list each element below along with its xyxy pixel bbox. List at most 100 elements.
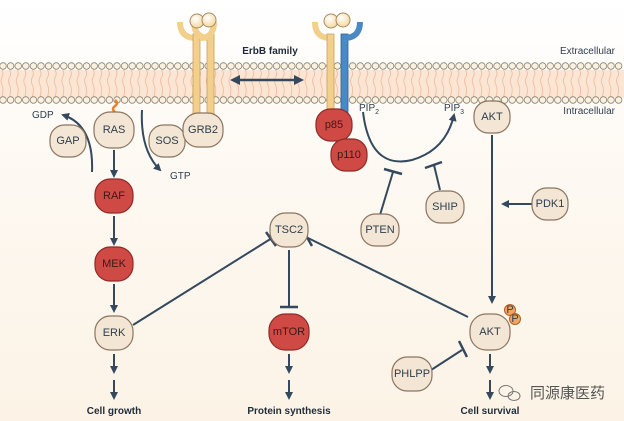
lipid-head — [14, 62, 22, 70]
lipid-head — [288, 62, 296, 70]
lipid-head — [14, 96, 22, 104]
lipid-tail — [365, 69, 369, 98]
node-label: p85 — [325, 119, 343, 131]
lipid-head — [257, 96, 266, 104]
lipid-tail — [99, 69, 103, 98]
lipid-head — [166, 62, 174, 70]
lipid-head — [29, 96, 38, 104]
lipid-head — [348, 96, 357, 104]
watermark-text: 同源康医药 — [530, 384, 605, 402]
lipid-head — [432, 96, 440, 104]
node-tsc2: TSC2 — [269, 212, 309, 248]
lipid-tail — [411, 69, 414, 98]
lipid-tail — [441, 69, 445, 98]
lipid-head — [181, 62, 190, 70]
lipid-tail — [388, 69, 391, 98]
lipid-head — [158, 96, 167, 104]
lipid-tail — [137, 69, 141, 98]
lipid-head — [561, 96, 570, 104]
lipid-head — [37, 96, 45, 104]
node-shape — [391, 356, 433, 392]
lipid-head — [364, 96, 372, 104]
outcome-cell-survival: Cell survival — [461, 406, 520, 417]
node-shape — [148, 124, 186, 158]
lipid-tail — [221, 69, 224, 98]
lipid-head — [67, 96, 76, 104]
lipid-tail — [570, 69, 574, 98]
node-shape — [94, 246, 134, 282]
node-shape — [360, 213, 400, 247]
lipid-head — [75, 62, 83, 70]
lipid-tail — [578, 69, 581, 98]
lipid-head — [440, 96, 448, 104]
lipid-head — [310, 96, 319, 104]
lipid-head — [227, 96, 235, 104]
phospho-mark — [509, 313, 521, 325]
lipid-head — [60, 96, 68, 104]
lipid-head — [440, 62, 448, 70]
ship-inhibition — [433, 164, 441, 191]
edges — [61, 109, 533, 400]
node-shape — [94, 315, 134, 351]
node-ras: RAS — [93, 111, 135, 149]
lipid-head — [584, 96, 592, 104]
gtp-arrow — [140, 109, 162, 172]
lipid-head — [599, 62, 608, 70]
lipid-tail — [502, 69, 505, 98]
lipid-head — [29, 62, 38, 70]
lipid-tail — [76, 69, 80, 98]
lipid-head — [424, 62, 433, 70]
lipid-head — [310, 62, 319, 70]
lipid-head — [234, 62, 243, 70]
lipid-head — [227, 62, 235, 70]
node-label: ERK — [103, 327, 126, 339]
lipid-head — [607, 96, 615, 104]
lipid-head — [470, 96, 478, 104]
lipid-head — [166, 96, 174, 104]
lipid-tail — [122, 69, 125, 98]
node-shape — [94, 178, 134, 214]
ras-membrane-anchor — [111, 99, 119, 113]
node-label: AKT — [479, 326, 501, 338]
lipid-head — [554, 96, 562, 104]
lipid-head — [0, 62, 7, 70]
lipid-head — [417, 96, 425, 104]
lipid-head — [538, 62, 547, 70]
node-label: SHIP — [432, 201, 458, 213]
lipid-tail — [152, 69, 156, 98]
lipid-head — [576, 96, 585, 104]
lipid-head — [462, 96, 471, 104]
lipid-head — [386, 62, 395, 70]
lipid-head — [234, 96, 243, 104]
lipid-head — [280, 62, 288, 70]
lipid-head — [386, 96, 395, 104]
node-raf: RAF — [94, 178, 134, 214]
lipid-head — [98, 62, 106, 70]
node-label: mTOR — [273, 326, 305, 338]
node-shape — [425, 190, 465, 224]
lipid-head — [44, 96, 53, 104]
lipid-head — [417, 62, 425, 70]
node-shape — [93, 111, 135, 149]
lipid-head — [614, 96, 623, 104]
lipid-head — [295, 62, 304, 70]
lipid-tail — [23, 69, 27, 98]
lipid-tail — [456, 69, 460, 98]
pip2-pip3-arrow — [362, 111, 457, 163]
lipid-head — [462, 62, 471, 70]
watermark: 同源康医药 — [498, 384, 605, 402]
outcome-cell-growth: Cell growth — [87, 406, 141, 417]
lipid-tail — [395, 69, 399, 98]
lipid-tail — [433, 69, 437, 98]
lipid-head — [447, 62, 456, 70]
lipid-head — [98, 96, 106, 104]
lipid-head — [485, 62, 494, 70]
receptor-family-label: ErbB family — [242, 46, 298, 57]
lipid-tail — [38, 69, 42, 98]
cell-membrane — [0, 62, 624, 104]
lipid-tail — [373, 69, 376, 98]
lipid-head — [592, 96, 600, 104]
lipid-head — [493, 62, 501, 70]
lipid-head — [523, 62, 532, 70]
